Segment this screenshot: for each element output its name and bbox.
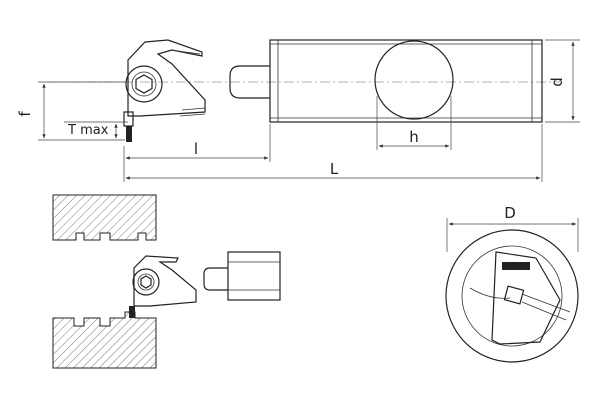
dimensions-top: f T max l L h d bbox=[16, 39, 580, 182]
insert-cutting-edge bbox=[126, 126, 132, 142]
application-view bbox=[52, 194, 281, 369]
clamp-in-bore bbox=[503, 285, 525, 305]
bore-inner bbox=[461, 245, 563, 347]
tmax-label: T max bbox=[67, 123, 109, 138]
workpiece-upper bbox=[52, 194, 157, 241]
small-tool-shank bbox=[227, 251, 281, 301]
tool-neck bbox=[229, 65, 270, 99]
small-tool-head bbox=[133, 255, 197, 307]
shank-body bbox=[269, 39, 543, 123]
workpiece-lower bbox=[52, 311, 157, 369]
insert-in-bore bbox=[502, 262, 530, 270]
L-label: L bbox=[330, 160, 339, 178]
hex-socket bbox=[135, 74, 153, 94]
shank-in-bore bbox=[491, 251, 561, 345]
l-label: l bbox=[194, 140, 198, 158]
small-hex-socket bbox=[140, 275, 152, 289]
h-label: h bbox=[409, 128, 419, 146]
bore-outer bbox=[445, 229, 579, 363]
d-label: d bbox=[548, 77, 566, 87]
D-label: D bbox=[504, 204, 516, 222]
clamp-screw bbox=[125, 65, 163, 103]
f-label: f bbox=[16, 111, 34, 117]
end-view: D bbox=[445, 204, 579, 363]
small-tool-neck bbox=[203, 267, 228, 291]
tool-side-view bbox=[50, 39, 560, 142]
shank-boss bbox=[374, 40, 454, 120]
tool-head bbox=[127, 39, 206, 117]
small-clamp-screw bbox=[132, 268, 160, 296]
small-insert-tip bbox=[129, 306, 135, 318]
